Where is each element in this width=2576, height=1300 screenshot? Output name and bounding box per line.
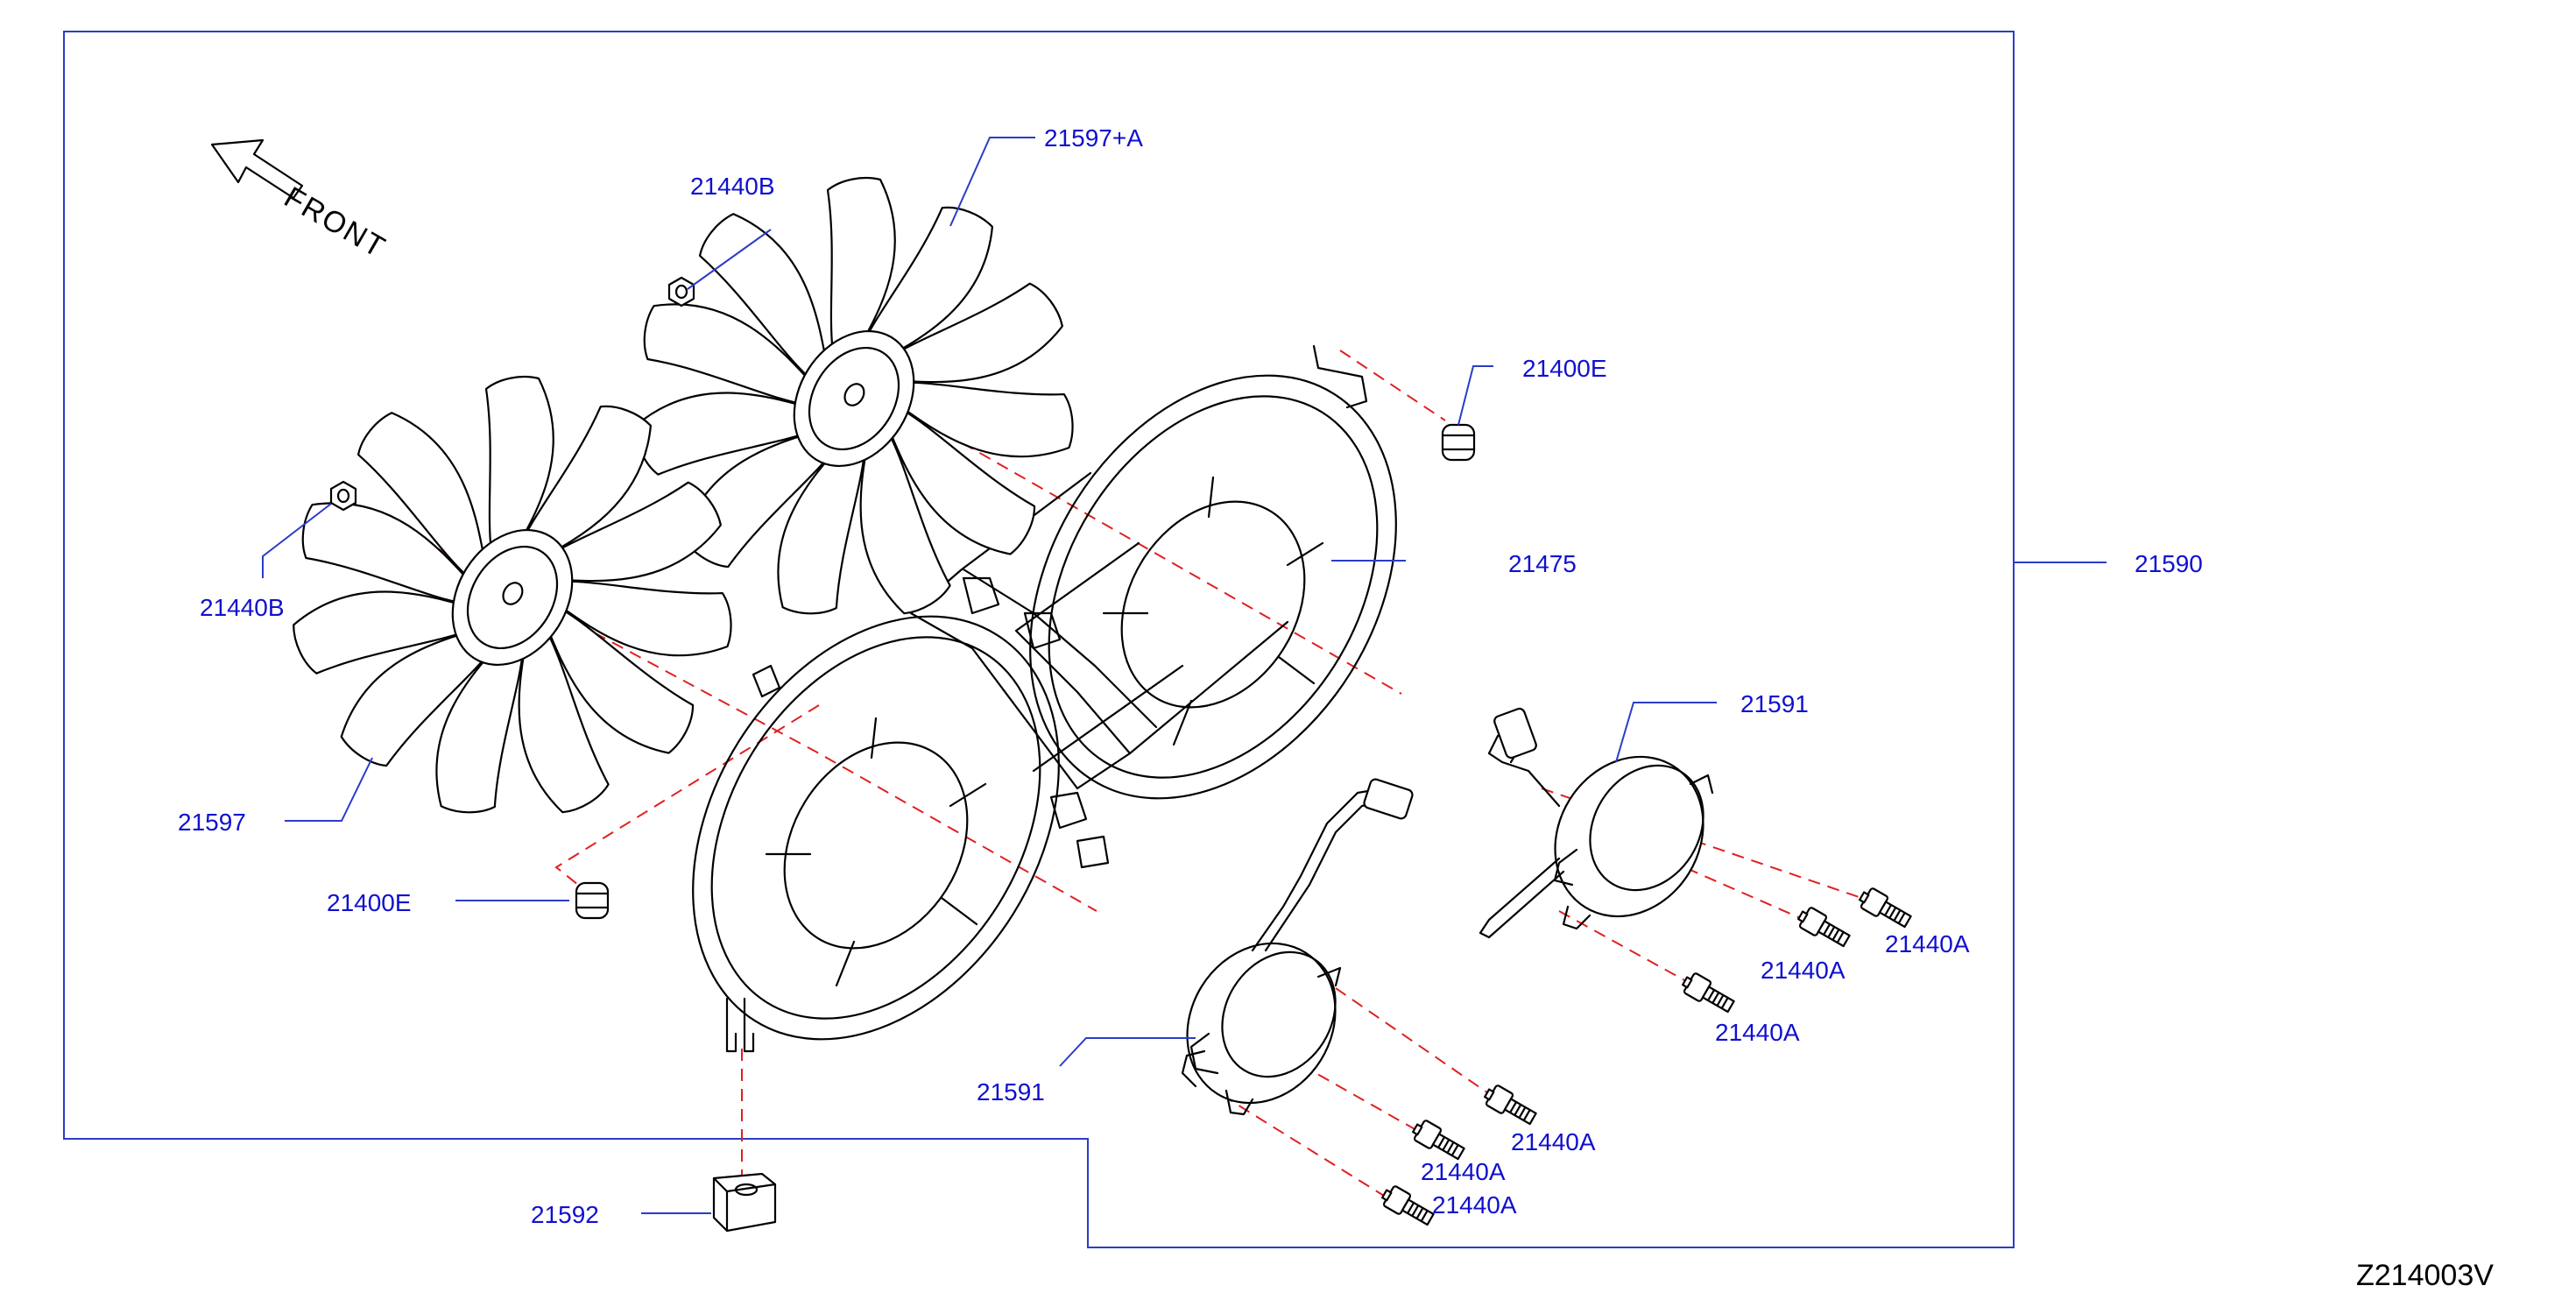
callout-motor-right: 21591 [1740, 690, 1809, 717]
callout-bolt-6: 21440A [1432, 1191, 1517, 1219]
fan-blade-lower [287, 375, 736, 820]
diagram-code: Z214003V [2356, 1259, 2494, 1292]
bolt-1 [1855, 884, 1915, 933]
callout-nut-left: 21440B [200, 594, 285, 621]
fan-shroud [692, 344, 1397, 1053]
bolt-6 [1378, 1182, 1437, 1231]
nut-upper [667, 276, 695, 307]
grommet-left [575, 881, 610, 920]
front-label: FRONT [279, 180, 392, 265]
callout-bolt-2: 21440A [1761, 957, 1846, 984]
bolt-5 [1408, 1116, 1468, 1165]
callout-fan-b: 21597 [178, 809, 246, 836]
grommet-right [1441, 423, 1476, 462]
callout-bolt-5: 21440A [1421, 1158, 1506, 1185]
callout-leaders [262, 137, 1717, 1214]
front-arrow-icon [210, 138, 304, 200]
bracket [712, 1172, 777, 1233]
bolt-2 [1794, 903, 1853, 952]
callout-bolt-3: 21440A [1715, 1019, 1800, 1046]
callout-grommet-left: 21400E [327, 889, 412, 916]
callout-motor-left: 21591 [977, 1078, 1045, 1106]
bolt-3 [1678, 969, 1738, 1018]
callout-bolt-4: 21440A [1511, 1128, 1596, 1155]
bolt-4 [1480, 1081, 1540, 1130]
callout-fan-a: 21597+A [1044, 124, 1143, 152]
callout-nut-upper: 21440B [690, 173, 775, 200]
nut-lower [329, 480, 357, 512]
fan-motor-right [1479, 707, 1714, 939]
callout-bracket: 21592 [531, 1201, 599, 1228]
callout-bolt-1: 21440A [1885, 930, 1970, 957]
assembly-boundary [63, 31, 2015, 1248]
callout-assembly: 21590 [2135, 550, 2203, 577]
callout-grommet-right: 21400E [1522, 355, 1607, 382]
callout-shroud: 21475 [1508, 550, 1577, 577]
fan-motor-left [1181, 778, 1414, 1116]
fan-blade-upper [629, 176, 1077, 621]
